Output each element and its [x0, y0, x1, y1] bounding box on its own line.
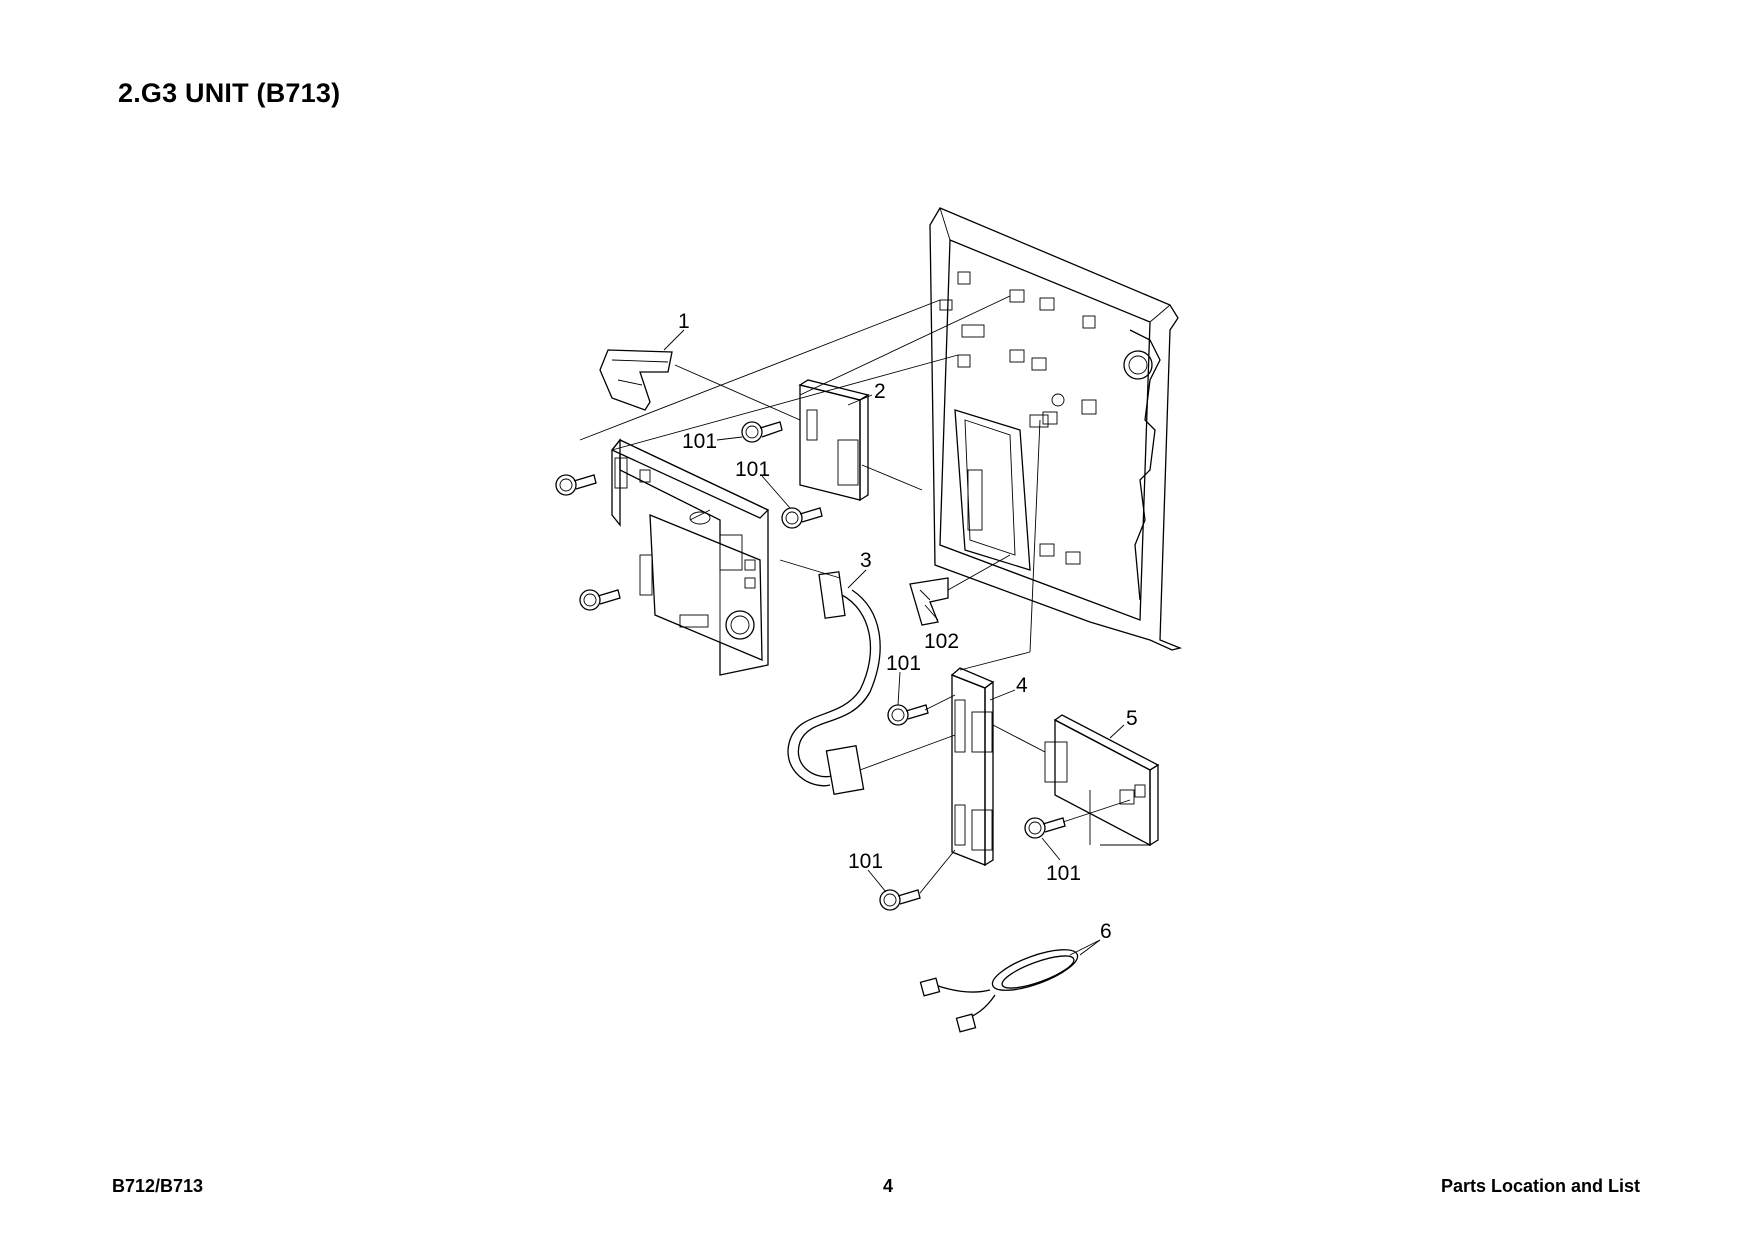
footer-model: B712/B713	[112, 1176, 204, 1196]
callout-101-b: 101	[735, 458, 770, 481]
part-6-telephone-cord	[919, 939, 1101, 1033]
screw-101-b	[781, 507, 823, 529]
screw-left-lower	[579, 589, 621, 611]
part-2-small-pcb	[798, 379, 870, 502]
callout-4: 4	[1016, 674, 1028, 697]
screw-101-a	[741, 421, 783, 443]
callout-3: 3	[860, 549, 872, 572]
left-pcb-bracket	[610, 438, 770, 676]
callout-101-d: 101	[848, 850, 883, 873]
callout-101-e: 101	[1046, 862, 1081, 885]
page-title: 2.G3 UNIT (B713)	[118, 78, 341, 108]
callout-102: 102	[924, 630, 959, 653]
chassis-frame	[929, 207, 1183, 651]
screw-101-c	[887, 704, 929, 726]
part-5-pcb	[1044, 714, 1160, 847]
callout-101-a: 101	[682, 430, 717, 453]
footer-page-number: 4	[883, 1176, 894, 1196]
part-4-interface-pcb	[950, 667, 995, 867]
footer-section: Parts Location and List	[1440, 1176, 1640, 1196]
callout-1: 1	[678, 310, 690, 333]
part-1-ribbon-cable	[599, 349, 673, 411]
screw-101-e	[1024, 817, 1066, 839]
part-102-clip	[909, 577, 949, 626]
callout-leaders	[663, 329, 1125, 956]
callout-5: 5	[1126, 707, 1138, 730]
callout-101-c: 101	[886, 652, 921, 675]
callout-6: 6	[1100, 920, 1112, 943]
screw-101-d	[879, 889, 921, 911]
callout-2: 2	[874, 380, 886, 403]
screw-left-upper	[555, 474, 597, 496]
part-3-harness	[787, 571, 881, 796]
guide-lines	[579, 295, 1150, 894]
